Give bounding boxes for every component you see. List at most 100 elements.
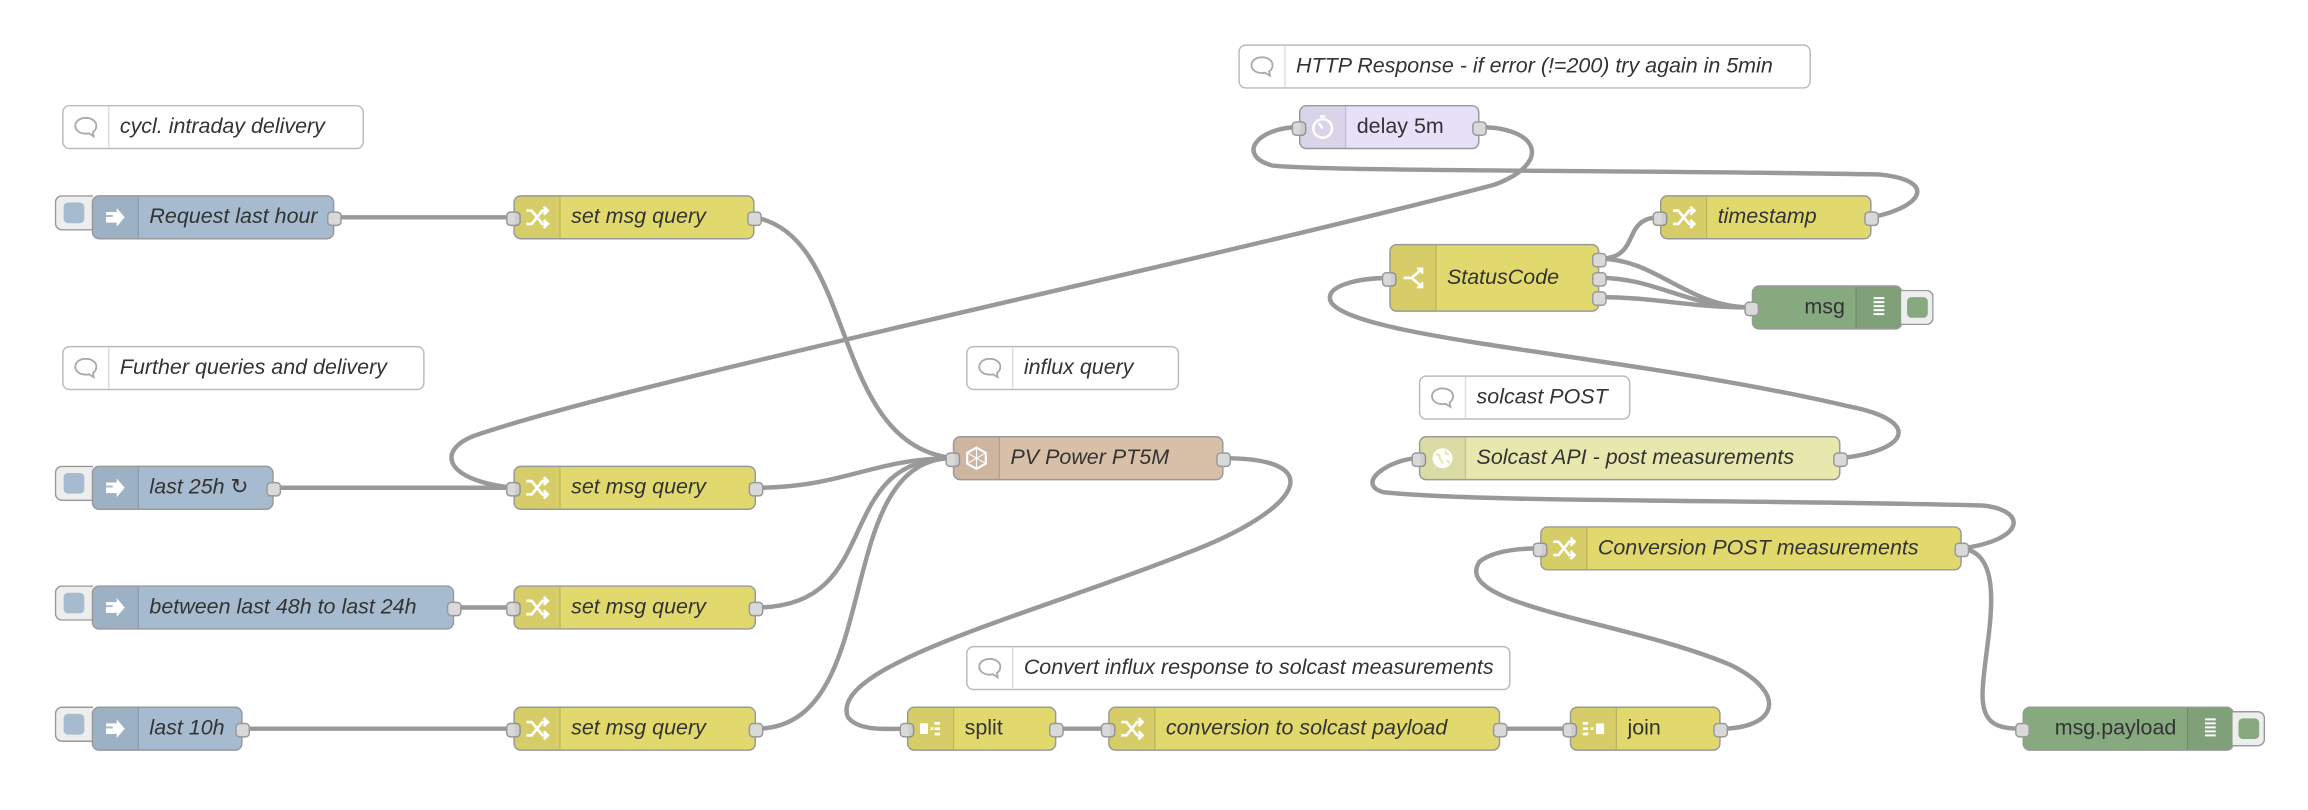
change-node-conversion-payload[interactable]: conversion to solcast payload bbox=[1100, 706, 1508, 751]
output-port[interactable] bbox=[748, 722, 764, 738]
input-port[interactable] bbox=[945, 452, 961, 468]
wire-statuscode-to-debug-1[interactable] bbox=[1597, 256, 1754, 310]
output-port-1[interactable] bbox=[1591, 252, 1607, 268]
wire-set3-to-influx[interactable] bbox=[753, 455, 956, 610]
split-node[interactable]: split bbox=[899, 706, 1064, 751]
comment-cycl-intraday[interactable]: cycl. intraday delivery bbox=[62, 104, 364, 150]
input-port[interactable] bbox=[505, 211, 521, 227]
inject-trigger-button[interactable] bbox=[54, 706, 94, 743]
output-port[interactable] bbox=[1864, 211, 1879, 227]
input-port[interactable] bbox=[2015, 722, 2030, 738]
change-node-timestamp[interactable]: timestamp bbox=[1652, 195, 1879, 240]
change-node-set-msg-query-2[interactable]: set msg query bbox=[505, 465, 764, 510]
input-port[interactable] bbox=[1532, 542, 1548, 558]
switch-node-statuscode[interactable]: StatusCode bbox=[1381, 243, 1607, 312]
input-port[interactable] bbox=[1562, 722, 1578, 738]
shuffle-icon bbox=[1661, 196, 1708, 238]
inject-node-between-48h-24h[interactable]: between last 48h to last 24h bbox=[91, 585, 462, 630]
debug-toggle-button[interactable] bbox=[2232, 710, 2266, 747]
input-port[interactable] bbox=[505, 601, 521, 617]
output-port[interactable] bbox=[748, 481, 764, 497]
arrow-right-icon bbox=[93, 196, 140, 238]
shuffle-icon bbox=[514, 467, 561, 509]
output-port[interactable] bbox=[1216, 452, 1231, 468]
comment-convert-influx[interactable]: Convert influx response to solcast measu… bbox=[966, 645, 1511, 691]
change-node-set-msg-query-3[interactable]: set msg query bbox=[505, 585, 764, 630]
wire-conversion-post-to-debug[interactable] bbox=[1959, 546, 2025, 731]
inject-trigger-button[interactable] bbox=[54, 585, 94, 621]
node-label: Solcast API - post measurements bbox=[1476, 446, 1795, 471]
wire-influx-to-split[interactable] bbox=[844, 455, 1293, 732]
http-request-node-solcast-api[interactable]: Solcast API - post measurements bbox=[1411, 436, 1848, 481]
output-port[interactable] bbox=[446, 601, 462, 617]
output-port[interactable] bbox=[1472, 121, 1487, 136]
wire-set4-to-influx[interactable] bbox=[753, 455, 956, 731]
wire-statuscode-to-debug-3[interactable] bbox=[1597, 294, 1754, 310]
comment-http-response[interactable]: HTTP Response - if error (!=200) try aga… bbox=[1238, 44, 1811, 89]
debug-toggle-button[interactable] bbox=[1901, 289, 1934, 326]
node-label: Request last hour bbox=[149, 205, 318, 230]
comment-further-queries[interactable]: Further queries and delivery bbox=[62, 345, 425, 391]
input-port[interactable] bbox=[1652, 211, 1668, 227]
wire-conversion-post-to-api[interactable] bbox=[1370, 455, 2016, 551]
output-port[interactable] bbox=[748, 601, 764, 617]
wire-api-to-statuscode[interactable] bbox=[1327, 275, 1901, 461]
arrow-right-icon bbox=[93, 708, 140, 750]
speech-bubble-icon bbox=[1240, 45, 1286, 88]
database-icon bbox=[954, 437, 1001, 479]
wire-statuscode-to-timestamp[interactable] bbox=[1597, 215, 1663, 261]
change-node-set-msg-query-4[interactable]: set msg query bbox=[505, 706, 764, 751]
input-port[interactable] bbox=[1381, 271, 1397, 287]
output-port[interactable] bbox=[747, 211, 762, 227]
arrow-right-icon bbox=[93, 586, 140, 629]
input-port[interactable] bbox=[899, 722, 915, 738]
input-port[interactable] bbox=[505, 481, 521, 497]
node-label: conversion to solcast payload bbox=[1165, 716, 1448, 741]
inject-trigger-button[interactable] bbox=[54, 195, 94, 231]
join-node[interactable]: join bbox=[1562, 706, 1729, 751]
inject-trigger-button[interactable] bbox=[54, 465, 94, 502]
output-port-3[interactable] bbox=[1591, 291, 1607, 306]
output-port[interactable] bbox=[1492, 722, 1508, 738]
inject-node-request-last-hour[interactable]: Request last hour bbox=[91, 195, 342, 240]
influx-node-pv-power[interactable]: PV Power PT5M bbox=[945, 436, 1231, 481]
inject-node-last-25h[interactable]: last 25h ↻ bbox=[91, 465, 282, 510]
wire-join-to-conversion-post[interactable] bbox=[1474, 546, 1772, 731]
node-label: set msg query bbox=[571, 716, 706, 741]
output-port-2[interactable] bbox=[1591, 271, 1607, 287]
output-port[interactable] bbox=[266, 481, 282, 497]
output-port[interactable] bbox=[326, 211, 342, 227]
output-port[interactable] bbox=[1048, 722, 1064, 738]
timer-icon bbox=[1300, 106, 1347, 148]
output-port[interactable] bbox=[1833, 452, 1848, 468]
node-label: msg bbox=[1804, 295, 1845, 320]
output-port[interactable] bbox=[235, 722, 251, 738]
input-port[interactable] bbox=[505, 722, 521, 738]
input-port[interactable] bbox=[1411, 452, 1427, 468]
output-port[interactable] bbox=[1954, 542, 1970, 558]
arrow-right-icon bbox=[93, 467, 140, 509]
comment-influx-query[interactable]: influx query bbox=[966, 345, 1180, 391]
change-node-conversion-post[interactable]: Conversion POST measurements bbox=[1532, 526, 1970, 571]
speech-bubble-icon bbox=[64, 106, 110, 148]
node-label: msg.payload bbox=[2054, 716, 2177, 741]
wire-delay-to-set2[interactable] bbox=[449, 124, 1535, 490]
node-label: StatusCode bbox=[1446, 266, 1560, 290]
input-port[interactable] bbox=[1291, 121, 1307, 136]
delay-node-5m[interactable]: delay 5m bbox=[1291, 104, 1487, 150]
debug-node-msg-payload[interactable]: msg.payload bbox=[2015, 706, 2235, 751]
inject-node-last-10h[interactable]: last 10h bbox=[91, 706, 251, 751]
speech-bubble-icon bbox=[968, 647, 1014, 689]
split-icon bbox=[908, 708, 955, 750]
comment-label: influx query bbox=[1023, 356, 1134, 380]
change-node-set-msg-query-1[interactable]: set msg query bbox=[505, 195, 762, 240]
comment-solcast-post[interactable]: solcast POST bbox=[1418, 375, 1631, 420]
node-label: last 10h bbox=[149, 716, 225, 741]
output-port[interactable] bbox=[1713, 722, 1729, 738]
input-port[interactable] bbox=[1744, 301, 1760, 317]
input-port[interactable] bbox=[1100, 722, 1116, 738]
debug-node-msg[interactable]: msg bbox=[1744, 285, 1903, 330]
shuffle-icon bbox=[1109, 708, 1156, 750]
